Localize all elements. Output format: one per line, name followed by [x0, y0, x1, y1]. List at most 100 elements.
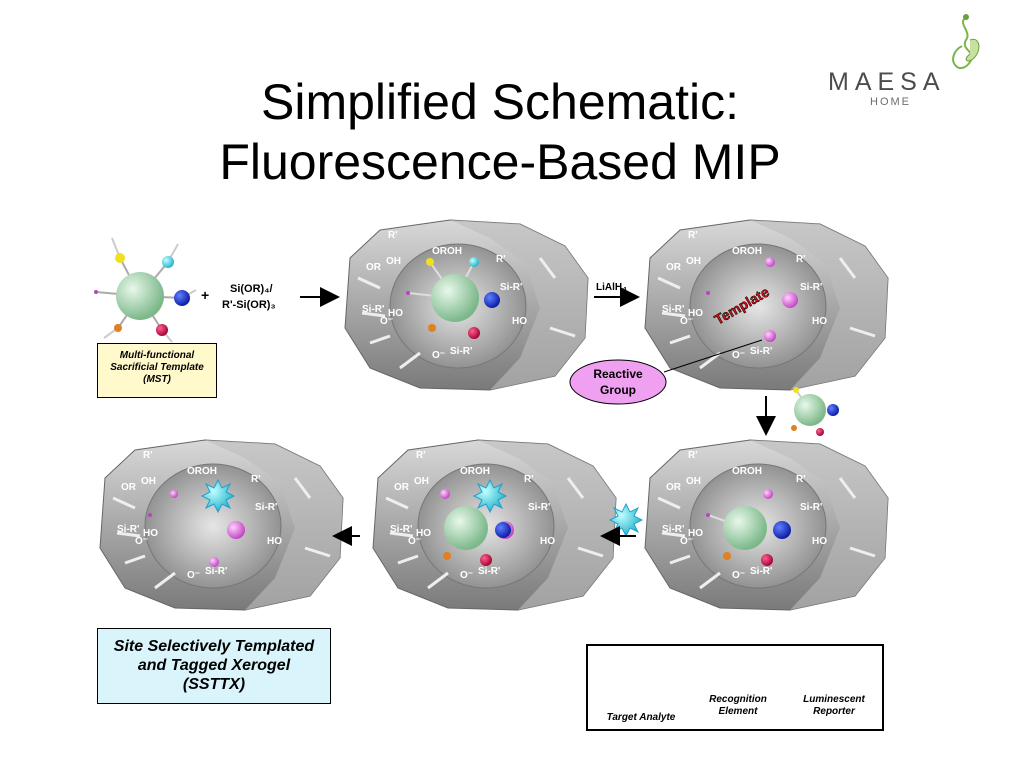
xerogel-4-label-rho_ho-9: HO	[540, 536, 555, 547]
xerogel-5-label-oroh-1: OROH	[187, 466, 217, 477]
xerogel-5-label-ominus-4: O⁻	[135, 536, 148, 547]
xerogel-1-label-ho-6: HO	[388, 308, 403, 319]
plus-sign: +	[201, 287, 209, 303]
embedded-template-1	[406, 257, 500, 339]
reactive-line-2: Group	[600, 383, 636, 397]
xerogel-3-label-ominus-10: O⁻	[732, 570, 745, 581]
xerogel-4-label-sir-5: Si-R'	[390, 524, 412, 535]
xerogel-5-label-rho_r-8: R'	[251, 474, 261, 485]
xerogel-2-label-ominus-10: O⁻	[732, 350, 745, 361]
xerogel-4-label-oh-3: OH	[414, 476, 429, 487]
mst-line-2: Sacrificial Template	[110, 362, 204, 373]
xerogel-1-label-sir-7: Si-R'	[500, 282, 522, 293]
xerogel-3-label-sir-11: Si-R'	[750, 566, 772, 577]
xerogel-4-label-ho-6: HO	[416, 528, 431, 539]
reducer-label: LiAlH₄	[596, 282, 627, 293]
bound-analyte-3	[706, 489, 791, 566]
xerogel-3-label-oroh-1: OROH	[732, 466, 762, 477]
slide-title: Simplified Schematic: Fluorescence-Based…	[150, 72, 850, 192]
xerogel-3-label-ominus-4: O⁻	[680, 536, 693, 547]
xerogel-3-label-sir-7: Si-R'	[800, 502, 822, 513]
logo-subtitle: HOME	[870, 96, 911, 108]
reagent-line-1: Si(OR)₄/	[230, 283, 273, 295]
xerogel-5-label-sir-5: Si-R'	[117, 524, 139, 535]
reactive-group-callout	[569, 359, 667, 405]
legend-recognition-line-1: Recognition	[709, 694, 767, 705]
xerogel-2-label-sir-5: Si-R'	[662, 304, 684, 315]
xerogel-2-label-ho-6: HO	[688, 308, 703, 319]
legend-recognition-label: Recognition Element	[698, 694, 778, 718]
sstx-cavity	[148, 478, 245, 567]
leaf-heart-icon	[952, 14, 980, 70]
xerogel-2-label-rho_ho-9: HO	[812, 316, 827, 327]
xerogel-2-label-r-0: R'	[688, 230, 698, 241]
xerogel-4-label-or-2: OR	[394, 482, 410, 493]
xerogel-5-label-oh-3: OH	[141, 476, 156, 487]
xerogel-5-label-ho-6: HO	[143, 528, 158, 539]
xerogel-4-label-sir-7: Si-R'	[528, 502, 550, 513]
xerogel-3-label-sir-5: Si-R'	[662, 524, 684, 535]
mst-line-3: (MST)	[143, 374, 171, 385]
xerogel-4-label-sir-11: Si-R'	[478, 566, 500, 577]
maesa-logo: MAESA HOME	[820, 10, 980, 110]
xerogel-3-label-or-2: OR	[666, 482, 682, 493]
title-line-1: Simplified Schematic:	[261, 74, 739, 130]
xerogel-5-label-rho_ho-9: HO	[267, 536, 282, 547]
xerogel-2-label-sir-7: Si-R'	[800, 282, 822, 293]
sstx-line-1: Site Selectively Templated	[113, 638, 315, 655]
xerogel-4-label-ominus-4: O⁻	[408, 536, 421, 547]
legend-recognition-line-2: Element	[718, 706, 758, 717]
free-analyte	[791, 387, 839, 436]
sstx-label-box: Site Selectively Templated and Tagged Xe…	[97, 628, 331, 704]
legend-reporter-label: Luminescent Reporter	[788, 694, 880, 718]
luminescent-reporter-free	[608, 502, 644, 538]
xerogel-1-label-rho_ho-9: HO	[512, 316, 527, 327]
xerogel-1-label-rho_r-8: R'	[496, 254, 506, 265]
xerogel-labels: R'OROHOROHO⁻Si-R'HOSi-R'R'HOO⁻Si-R'R'ORO…	[117, 230, 827, 581]
mst-molecule	[94, 237, 197, 343]
sstx-line-2: and Tagged Xerogel	[137, 657, 291, 674]
xerogel-5-label-sir-7: Si-R'	[255, 502, 277, 513]
xerogel-1-label-ominus-4: O⁻	[380, 316, 393, 327]
legend-box: Target Analyte Recognition Element Lumin…	[586, 644, 884, 731]
xerogel-1-label-oroh-1: OROH	[432, 246, 462, 257]
reactive-pointer	[663, 339, 763, 373]
xerogel-2-label-oh-3: OH	[686, 256, 701, 267]
xerogel-1-label-sir-11: Si-R'	[450, 346, 472, 357]
legend-target-label: Target Analyte	[606, 712, 676, 723]
bound-analyte-4	[440, 478, 514, 566]
xerogel-3-label-ho-6: HO	[688, 528, 703, 539]
xerogel-4-label-ominus-10: O⁻	[460, 570, 473, 581]
legend-reporter-line-2: Reporter	[813, 706, 855, 717]
xerogel-5-label-sir-11: Si-R'	[205, 566, 227, 577]
xerogel-4-label-oroh-1: OROH	[460, 466, 490, 477]
xerogel-2-label-or-2: OR	[666, 262, 682, 273]
sstx-line-3: (SSTTX)	[182, 676, 246, 693]
xerogel-3-label-rho_ho-9: HO	[812, 536, 827, 547]
xerogel-4-label-r-0: R'	[416, 450, 426, 461]
xerogel-5-label-r-0: R'	[143, 450, 153, 461]
xerogel-3-label-rho_r-8: R'	[796, 474, 806, 485]
reactive-sites-2	[706, 257, 798, 342]
xerogel-1-label-or-2: OR	[366, 262, 382, 273]
xerogel-5-label-ominus-10: O⁻	[187, 570, 200, 581]
reagent-line-2: R'-Si(OR)₃	[222, 299, 276, 311]
xerogel-2-label-ominus-4: O⁻	[680, 316, 693, 327]
logo-word: MAESA	[828, 68, 946, 96]
xerogel-4-label-rho_r-8: R'	[524, 474, 534, 485]
xerogel-1-label-sir-5: Si-R'	[362, 304, 384, 315]
xerogel-1-label-ominus-10: O⁻	[432, 350, 445, 361]
xerogel-1-label-r-0: R'	[388, 230, 398, 241]
mst-line-1: Multi-functional	[119, 350, 195, 361]
mst-label-box: Multi-functional Sacrificial Template (M…	[97, 343, 217, 398]
reactive-line-1: Reactive	[593, 367, 643, 381]
xerogel-3-label-r-0: R'	[688, 450, 698, 461]
legend-reporter-line-1: Luminescent	[803, 694, 865, 705]
xerogel-5-label-or-2: OR	[121, 482, 137, 493]
xerogel-2-label-sir-11: Si-R'	[750, 346, 772, 357]
xerogel-1-label-oh-3: OH	[386, 256, 401, 267]
xerogel-2-label-oroh-1: OROH	[732, 246, 762, 257]
title-line-2: Fluorescence-Based MIP	[219, 134, 781, 190]
xerogel-3-label-oh-3: OH	[686, 476, 701, 487]
xerogel-2-label-rho_r-8: R'	[796, 254, 806, 265]
